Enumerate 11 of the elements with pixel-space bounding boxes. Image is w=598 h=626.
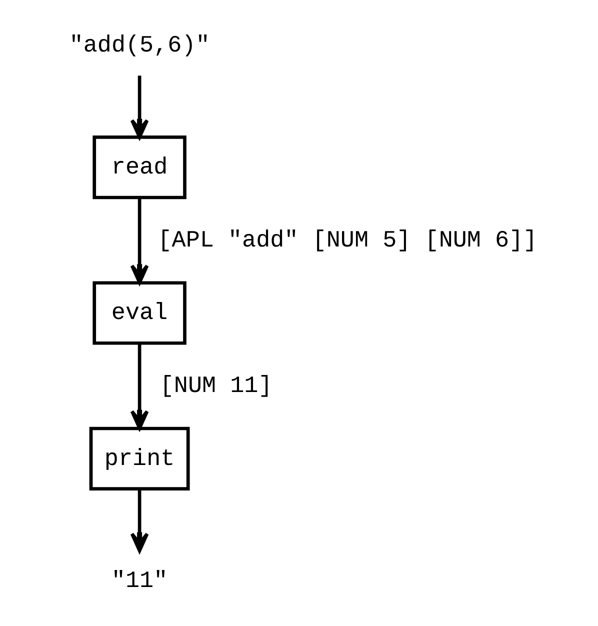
node-box: eval [92, 281, 186, 345]
arrow [130, 198, 149, 284]
node-box: print [89, 426, 190, 490]
edge-label: [APL "add" [NUM 5] [NUM 6]] [158, 227, 538, 254]
node-text: "11" [111, 568, 168, 596]
arrow [130, 489, 149, 552]
node-box: read [92, 136, 186, 200]
arrow [130, 343, 149, 430]
edge-label: [NUM 11] [160, 373, 272, 400]
arrow [130, 76, 149, 139]
node-text: "add(5,6)" [69, 32, 210, 60]
